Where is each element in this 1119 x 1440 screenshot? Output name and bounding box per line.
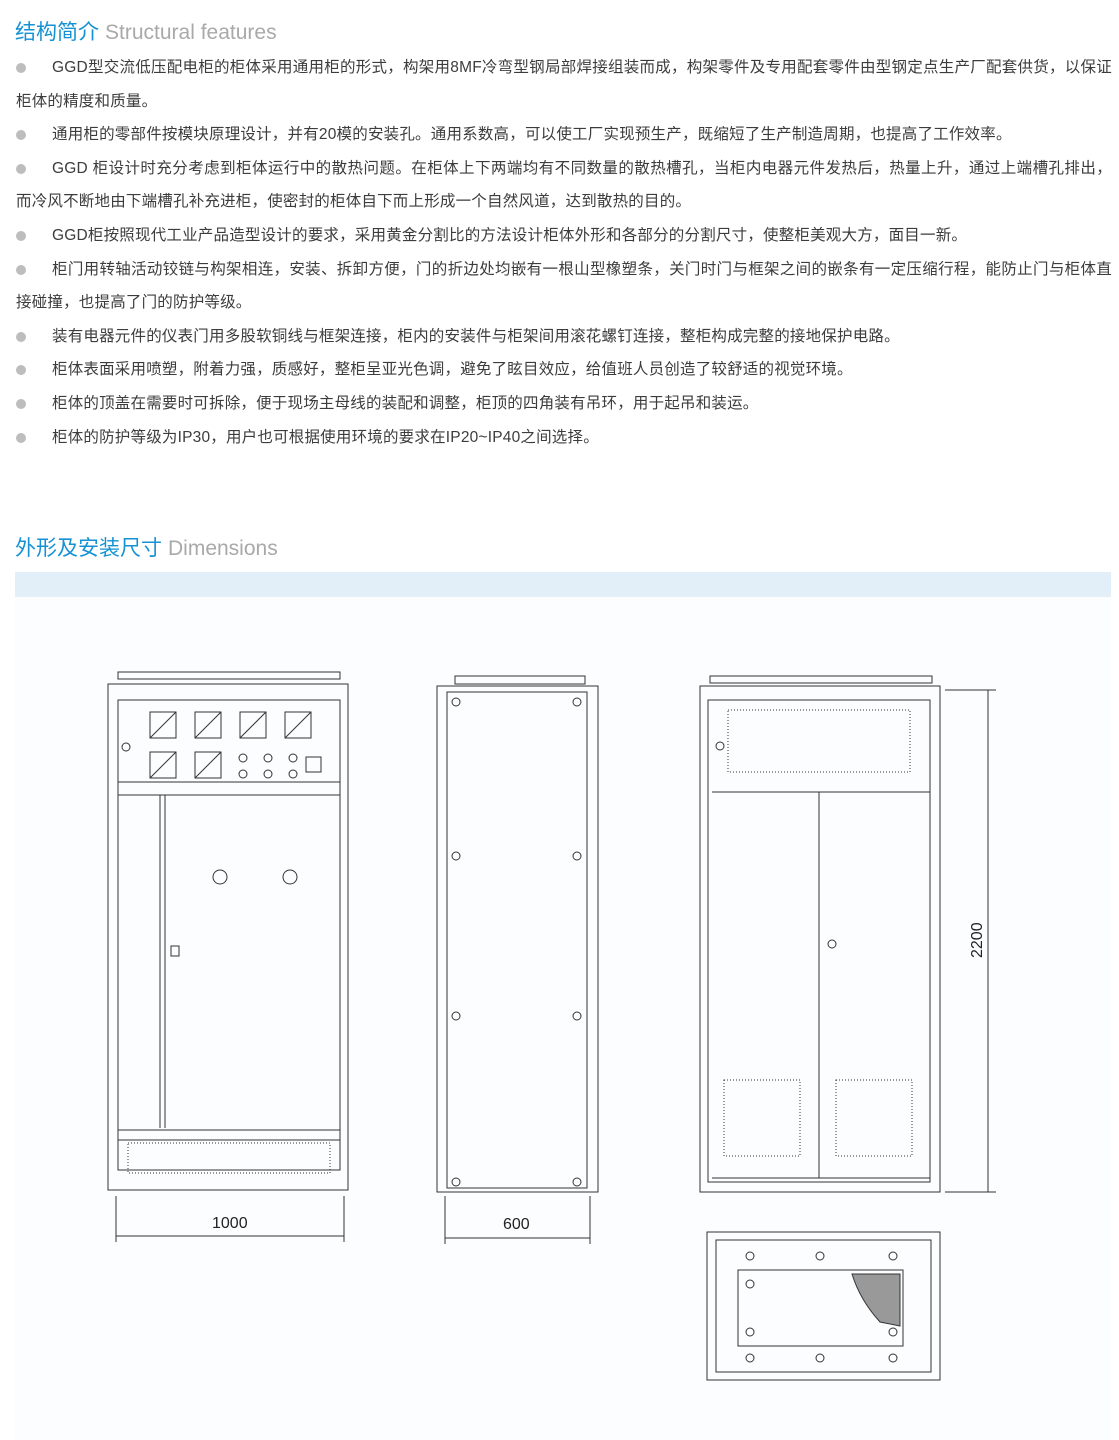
panel-band xyxy=(15,572,1111,597)
feature-text: GGD型交流低压配电柜的柜体采用通用柜的形式，构架用8MF冷弯型钢局部焊接组装而… xyxy=(16,59,1112,110)
features-title-cn: 结构简介 xyxy=(15,21,99,44)
bullet-icon xyxy=(16,331,26,342)
meter-icons xyxy=(121,711,322,779)
bullet-icon xyxy=(16,163,26,174)
features-title: 结构简介 Structural features xyxy=(15,16,277,46)
feature-item: 柜门用转轴活动铰链与构架相连，安装、拆卸方便，门的折边处均嵌有一根山型橡塑条，关… xyxy=(16,253,1112,320)
rear-view-drawing xyxy=(699,675,996,1193)
depth-dimension-label: 600 xyxy=(503,1216,530,1233)
feature-text: 柜体的顶盖在需要时可拆除，便于现场主母线的装配和调整，柜顶的四角装有吊环，用于起… xyxy=(52,394,759,412)
features-title-en: Structural features xyxy=(105,21,277,44)
feature-text: 通用柜的零部件按模块原理设计，并有20模的安装孔。通用系数高，可以使工厂实现预生… xyxy=(52,126,1012,144)
bullet-icon xyxy=(16,398,26,409)
feature-item: 柜体的顶盖在需要时可拆除，便于现场主母线的装配和调整，柜顶的四角装有吊环，用于起… xyxy=(16,387,1112,421)
feature-item: GGD柜按照现代工业产品造型设计的要求，采用黄金分割比的方法设计柜体外形和各部分… xyxy=(16,219,1112,253)
dimensions-title-cn: 外形及安装尺寸 xyxy=(15,537,162,560)
bullet-icon xyxy=(16,432,26,443)
bullet-icon xyxy=(16,130,26,141)
feature-item: 柜体表面采用喷塑，附着力强，质感好，整柜呈亚光色调，避免了眩目效应，给值班人员创… xyxy=(16,353,1112,387)
feature-text: 柜体的防护等级为IP30，用户也可根据使用环境的要求在IP20~IP40之间选择… xyxy=(52,428,599,446)
width-dimension-label: 1000 xyxy=(212,1215,248,1232)
bullet-icon xyxy=(16,264,26,275)
feature-text: GGD柜按照现代工业产品造型设计的要求，采用黄金分割比的方法设计柜体外形和各部分… xyxy=(52,226,968,244)
feature-item: 装有电器元件的仪表门用多股软铜线与框架连接，柜内的安装件与柜架间用滚花螺钉连接，… xyxy=(16,320,1112,354)
feature-text: 装有电器元件的仪表门用多股软铜线与框架连接，柜内的安装件与柜架间用滚花螺钉连接，… xyxy=(52,327,900,345)
side-view-drawing xyxy=(436,675,599,1244)
dimensions-panel xyxy=(15,572,1111,1440)
feature-item: 通用柜的零部件按模块原理设计，并有20模的安装孔。通用系数高，可以使工厂实现预生… xyxy=(16,118,1112,152)
bullet-icon xyxy=(16,230,26,241)
front-view-drawing xyxy=(107,671,349,1242)
bullet-icon xyxy=(16,63,26,73)
feature-item: 柜体的防护等级为IP30，用户也可根据使用环境的要求在IP20~IP40之间选择… xyxy=(16,421,1112,455)
dimensions-title: 外形及安装尺寸 Dimensions xyxy=(15,532,278,562)
feature-text: 柜门用转轴活动铰链与构架相连，安装、拆卸方便，门的折边处均嵌有一根山型橡塑条，关… xyxy=(16,260,1112,312)
feature-text: GGD 柜设计时充分考虑到柜体运行中的散热问题。在柜体上下两端均有不同数量的散热… xyxy=(16,159,1112,211)
bullet-icon xyxy=(16,365,26,376)
dimensions-title-en: Dimensions xyxy=(168,537,278,560)
feature-item: GGD 柜设计时充分考虑到柜体运行中的散热问题。在柜体上下两端均有不同数量的散热… xyxy=(16,152,1112,219)
feature-text: 柜体表面采用喷塑，附着力强，质感好，整柜呈亚光色调，避免了眩目效应，给值班人员创… xyxy=(52,361,853,379)
plan-view-drawing xyxy=(706,1231,941,1381)
height-dimension-label: 2200 xyxy=(969,922,986,958)
features-list: GGD型交流低压配电柜的柜体采用通用柜的形式，构架用8MF冷弯型钢局部焊接组装而… xyxy=(16,51,1112,454)
feature-item: GGD型交流低压配电柜的柜体采用通用柜的形式，构架用8MF冷弯型钢局部焊接组装而… xyxy=(16,51,1112,118)
